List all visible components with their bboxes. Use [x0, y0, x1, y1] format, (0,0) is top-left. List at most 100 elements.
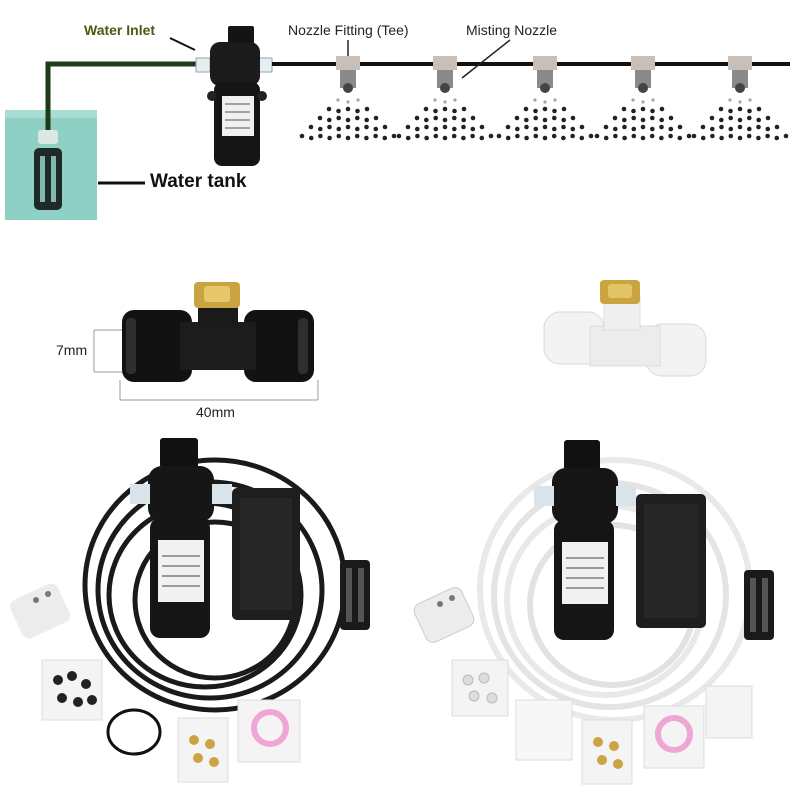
mist-droplet	[396, 133, 402, 139]
mist-droplet	[677, 124, 683, 130]
mist-droplet	[640, 117, 646, 123]
white-misting-kit	[413, 440, 774, 785]
mist-spray	[299, 98, 789, 141]
mist-droplet	[452, 115, 457, 121]
mist-droplet	[355, 126, 360, 132]
mist-droplet	[488, 133, 494, 139]
mist-droplet	[650, 115, 655, 121]
mist-droplet	[505, 124, 511, 130]
mist-droplet	[405, 135, 411, 141]
mist-droplet	[561, 106, 567, 112]
mist-droplet	[433, 133, 439, 139]
nozzle-5	[728, 56, 752, 93]
mist-droplet	[561, 124, 566, 130]
mist-droplet	[561, 117, 566, 123]
mist-droplet	[414, 115, 420, 121]
mist-droplet	[533, 133, 539, 139]
mist-droplet	[570, 126, 576, 132]
mist-droplet	[452, 108, 457, 114]
mist-droplet	[659, 117, 664, 123]
mist-droplet	[594, 133, 600, 139]
mist-droplet	[461, 135, 466, 141]
mist-droplet	[719, 117, 724, 123]
mist-droplet	[631, 115, 636, 121]
mist-droplet	[433, 108, 438, 114]
mist-droplet	[373, 115, 379, 121]
mist-droplet	[710, 126, 715, 132]
mist-droplet	[433, 115, 439, 121]
mist-droplet	[728, 108, 733, 114]
mist-droplet	[719, 135, 724, 141]
height-dimension-label: 7mm	[56, 342, 88, 358]
mist-droplet	[738, 100, 742, 104]
mist-droplet	[613, 133, 618, 139]
nozzle-fitting-label: Nozzle Fitting (Tee)	[288, 22, 409, 38]
mist-droplet	[533, 115, 538, 121]
mist-droplet	[308, 124, 314, 130]
mist-droplet	[336, 115, 342, 121]
mist-droplet	[783, 133, 789, 139]
mist-droplet	[391, 133, 397, 139]
mist-droplet	[345, 106, 351, 112]
mist-droplet	[505, 135, 511, 141]
mist-droplet	[345, 117, 351, 123]
mist-droplet	[640, 135, 646, 141]
mist-droplet	[543, 100, 547, 104]
mist-droplet	[709, 115, 715, 121]
mist-droplet	[356, 98, 360, 102]
mist-droplet	[442, 117, 448, 123]
mist-droplet	[603, 124, 609, 130]
mist-droplet	[686, 133, 692, 139]
mist-droplet	[514, 115, 520, 121]
diagram-pump	[195, 26, 273, 166]
mist-droplet	[746, 133, 752, 139]
mist-droplet	[542, 117, 548, 123]
mist-droplet	[382, 135, 388, 141]
mist-droplet	[364, 117, 370, 123]
mist-droplet	[496, 133, 502, 139]
mist-droplet	[552, 126, 557, 132]
mist-droplet	[691, 133, 697, 139]
mist-droplet	[700, 135, 706, 141]
water-inlet-label: Water Inlet	[84, 22, 156, 38]
mist-droplet	[443, 100, 447, 104]
misting-nozzle-label: Misting Nozzle	[466, 22, 558, 38]
mist-droplet	[631, 126, 637, 132]
mist-droplet	[718, 106, 724, 112]
mist-droplet	[737, 124, 743, 130]
mist-droplet	[774, 135, 780, 141]
misting-nozzle-leader	[461, 39, 511, 79]
mist-droplet	[579, 124, 585, 130]
mist-droplet	[710, 133, 715, 139]
white-tee-fitting	[543, 280, 707, 377]
mist-droplet	[382, 124, 388, 130]
mist-droplet	[405, 124, 411, 130]
mist-droplet	[613, 126, 618, 132]
mist-droplet	[650, 126, 655, 132]
mist-droplet	[621, 106, 627, 112]
mist-droplet	[533, 98, 537, 102]
mist-droplet	[579, 135, 585, 141]
mist-droplet	[524, 124, 529, 130]
mist-droplet	[765, 115, 771, 121]
mist-droplet	[677, 135, 683, 141]
mist-droplet	[345, 135, 351, 141]
mist-droplet	[542, 124, 548, 130]
mist-droplet	[336, 108, 341, 114]
mist-droplet	[542, 135, 548, 141]
mist-droplet	[524, 135, 529, 141]
mist-droplet	[453, 98, 457, 102]
mist-droplet	[327, 117, 332, 123]
black-misting-kit	[10, 438, 370, 783]
mist-droplet	[327, 124, 332, 130]
mist-droplet	[415, 133, 420, 139]
mist-droplet	[515, 133, 520, 139]
mist-droplet	[651, 98, 655, 102]
mist-droplet	[756, 135, 761, 141]
mist-droplet	[650, 108, 655, 114]
mist-droplet	[373, 126, 379, 132]
mist-droplet	[364, 106, 370, 112]
mist-droplet	[373, 133, 378, 139]
inlet-leader-line	[169, 37, 196, 51]
mist-droplet	[470, 133, 475, 139]
